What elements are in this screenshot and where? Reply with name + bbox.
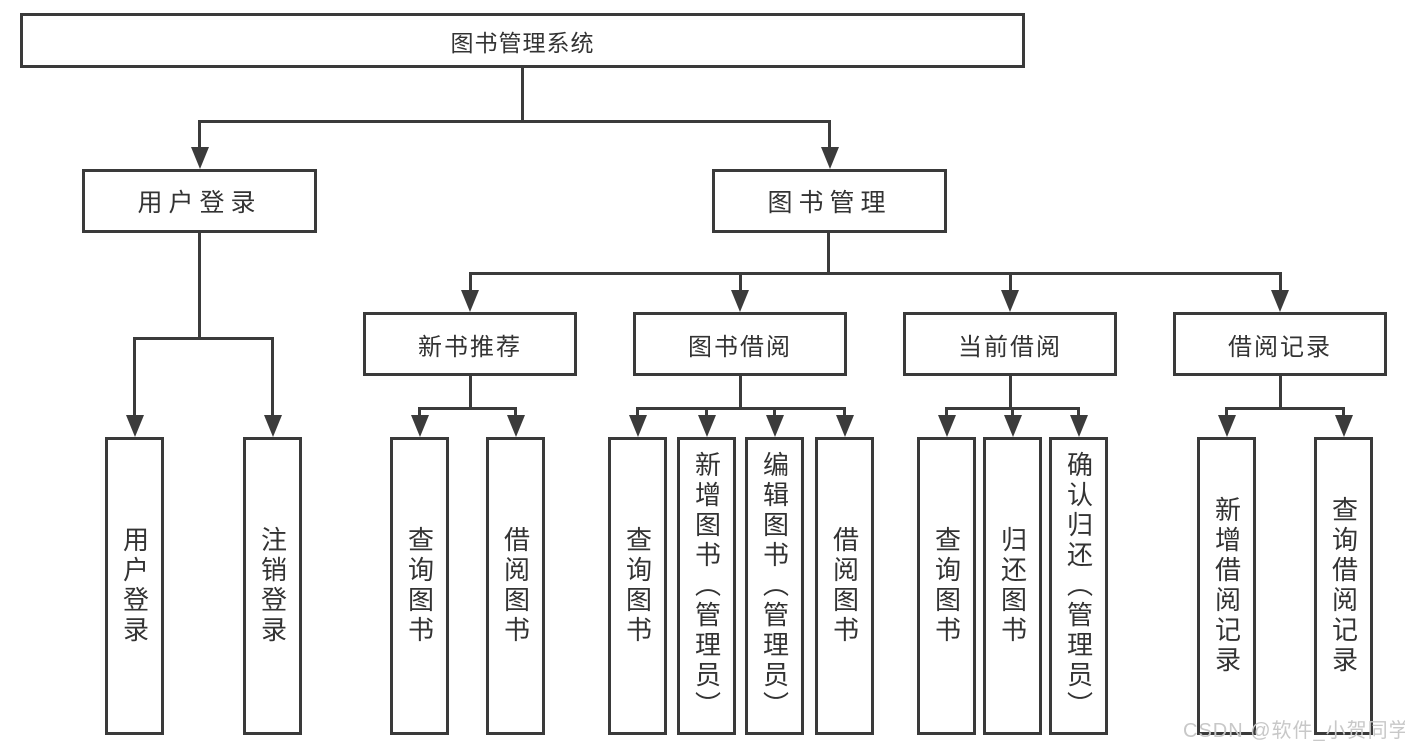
- connector-arrowhead: [263, 415, 282, 437]
- connector-vertical: [738, 272, 742, 292]
- leaf-query-borrow-record: 查询借阅记录: [1314, 437, 1373, 735]
- connector-arrowhead: [1271, 290, 1289, 312]
- connector-vertical: [1008, 272, 1012, 292]
- connector-vertical: [1225, 407, 1228, 416]
- connector-arrowhead: [190, 147, 209, 169]
- leaf-return-books: 归还图书: [983, 437, 1042, 735]
- leaf-logout: 注销登录: [243, 437, 302, 735]
- connector-vertical: [1342, 407, 1345, 416]
- leaf-query-books-current: 查询图书: [917, 437, 976, 735]
- node-current-borrowing: 当前借阅: [903, 312, 1117, 376]
- connector-vertical: [198, 233, 201, 340]
- connector-vertical: [1278, 376, 1282, 410]
- node-user-login: 用户登录: [82, 169, 317, 233]
- connector-vertical: [1011, 407, 1014, 416]
- connector-arrowhead: [820, 147, 839, 169]
- connector-arrowhead: [1001, 290, 1019, 312]
- connector-vertical: [198, 120, 201, 149]
- connector-vertical: [468, 272, 472, 292]
- connector-vertical: [1077, 407, 1080, 416]
- connector-horizontal: [636, 407, 846, 410]
- connector-arrowhead: [937, 415, 956, 437]
- watermark-csdn: CSDN @软件_小贺同学: [1183, 720, 1405, 742]
- leaf-borrow-books-borrowing: 借阅图书: [815, 437, 874, 735]
- connector-arrowhead: [125, 415, 144, 437]
- connector-horizontal: [198, 120, 831, 123]
- connector-vertical: [738, 376, 742, 410]
- connector-vertical: [514, 407, 517, 416]
- connector-vertical: [271, 337, 274, 417]
- node-library-management-system: 图书管理系统: [20, 13, 1025, 68]
- connector-vertical: [773, 407, 776, 416]
- connector-arrowhead: [410, 415, 429, 437]
- leaf-query-books-recommend: 查询图书: [390, 437, 449, 735]
- leaf-confirm-return-admin: 确认归还（管理员）: [1049, 437, 1108, 735]
- connector-arrowhead: [628, 415, 647, 437]
- connector-vertical: [636, 407, 639, 416]
- connector-arrowhead: [1069, 415, 1088, 437]
- connector-arrowhead: [461, 290, 479, 312]
- connector-vertical: [1278, 272, 1282, 292]
- connector-horizontal: [418, 407, 517, 410]
- connector-vertical: [827, 233, 830, 275]
- node-borrowing-records: 借阅记录: [1173, 312, 1387, 376]
- node-book-borrowing: 图书借阅: [633, 312, 847, 376]
- connector-horizontal: [468, 272, 1282, 275]
- node-new-book-recommendation: 新书推荐: [363, 312, 577, 376]
- connector-arrowhead: [731, 290, 749, 312]
- node-book-management: 图书管理: [712, 169, 947, 233]
- connector-arrowhead: [1003, 415, 1022, 437]
- connector-arrowhead: [697, 415, 716, 437]
- connector-arrowhead: [1334, 415, 1353, 437]
- connector-arrowhead: [765, 415, 784, 437]
- leaf-add-books-admin: 新增图书（管理员）: [677, 437, 736, 735]
- leaf-user-login: 用户登录: [105, 437, 164, 735]
- leaf-query-books-borrowing: 查询图书: [608, 437, 667, 735]
- connector-vertical: [945, 407, 948, 416]
- connector-vertical: [418, 407, 421, 416]
- connector-horizontal: [1225, 407, 1345, 410]
- leaf-edit-books-admin: 编辑图书（管理员）: [745, 437, 804, 735]
- connector-arrowhead: [506, 415, 525, 437]
- connector-vertical: [705, 407, 708, 416]
- connector-vertical: [1008, 376, 1012, 410]
- connector-vertical: [521, 68, 524, 123]
- leaf-borrow-books-recommend: 借阅图书: [486, 437, 545, 735]
- leaf-add-borrow-record: 新增借阅记录: [1197, 437, 1256, 735]
- connector-vertical: [468, 376, 472, 410]
- connector-horizontal: [133, 337, 274, 340]
- connector-vertical: [828, 120, 831, 149]
- connector-arrowhead: [1217, 415, 1236, 437]
- connector-arrowhead: [835, 415, 854, 437]
- connector-vertical: [843, 407, 846, 416]
- connector-vertical: [133, 337, 136, 417]
